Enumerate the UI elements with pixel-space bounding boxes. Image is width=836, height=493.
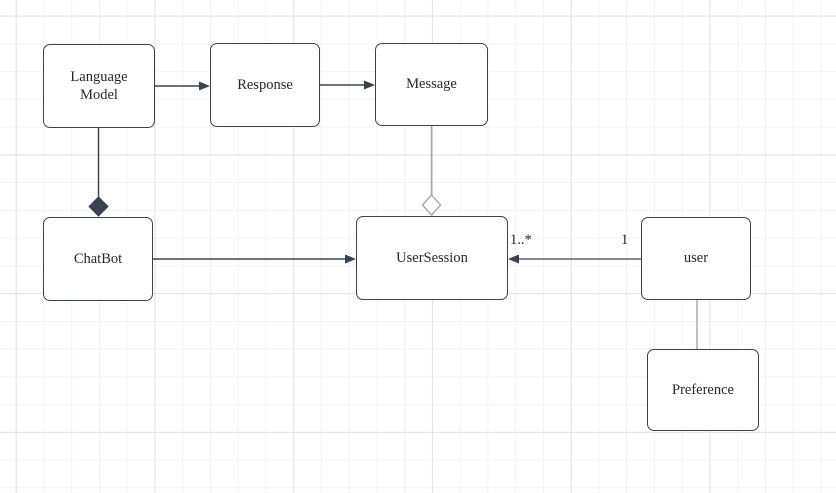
aggregation-diamond-icon bbox=[421, 194, 442, 216]
node-label: UserSession bbox=[396, 249, 468, 266]
node-response[interactable]: Response bbox=[210, 43, 320, 127]
multiplicity-label-target: 1..* bbox=[510, 232, 532, 248]
multiplicity-label-source: 1 bbox=[621, 232, 629, 248]
edge-language-model-to-response[interactable] bbox=[155, 81, 210, 91]
arrowhead-right-icon bbox=[199, 81, 210, 91]
node-label: Message bbox=[406, 76, 457, 93]
node-user-session[interactable]: UserSession bbox=[356, 216, 508, 300]
edge-message-to-user-session[interactable] bbox=[421, 126, 442, 216]
arrowhead-right-icon bbox=[364, 80, 375, 90]
node-chatbot[interactable]: ChatBot bbox=[43, 217, 153, 301]
node-label: Response bbox=[237, 76, 293, 93]
edge-language-model-to-chatbot[interactable] bbox=[88, 128, 109, 217]
node-label: Language Model bbox=[70, 68, 128, 103]
composition-diamond-icon bbox=[88, 196, 109, 217]
node-preference[interactable]: Preference bbox=[647, 349, 759, 431]
edge-chatbot-to-user-session[interactable] bbox=[153, 254, 356, 264]
edge-user-to-user-session[interactable] bbox=[508, 254, 641, 264]
arrowhead-right-icon bbox=[345, 254, 356, 264]
node-label: user bbox=[683, 250, 709, 267]
node-message[interactable]: Message bbox=[375, 43, 488, 126]
node-user[interactable]: user bbox=[641, 217, 751, 300]
edge-response-to-message[interactable] bbox=[320, 80, 375, 90]
node-label: Preference bbox=[672, 381, 734, 398]
arrowhead-left-icon bbox=[508, 254, 519, 264]
node-language-model[interactable]: Language Model bbox=[43, 44, 155, 128]
node-label: ChatBot bbox=[73, 250, 123, 267]
